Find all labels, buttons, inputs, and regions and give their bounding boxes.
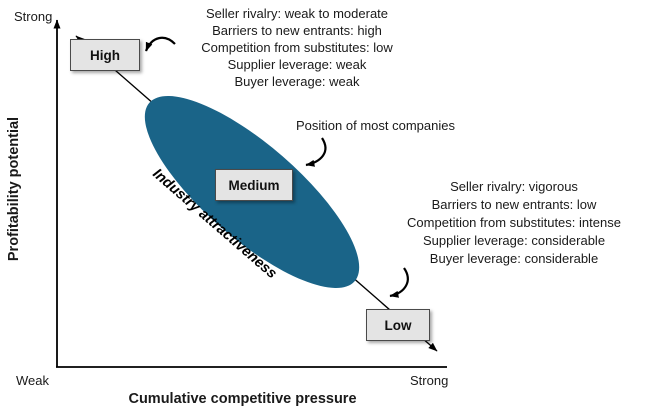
low-factors-annotation: Seller rivalry: vigorous Barriers to new… <box>368 178 660 268</box>
annotation-line: Seller rivalry: weak to moderate <box>205 6 389 21</box>
node-high: High <box>70 39 140 71</box>
high-factors-annotation: Seller rivalry: weak to moderate Barrier… <box>158 5 436 90</box>
annotation-line: Barriers to new entrants: high <box>212 23 382 38</box>
node-medium-label: Medium <box>228 177 280 193</box>
curved-arrow-low-icon <box>389 267 409 298</box>
x-axis-right-label: Strong <box>410 373 449 388</box>
y-axis-top-label: Strong <box>14 9 53 24</box>
annotation-line: Competition from substitutes: intense <box>407 215 621 230</box>
annotation-line: Competition from substitutes: low <box>201 40 393 55</box>
annotation-line: Supplier leverage: considerable <box>422 233 606 248</box>
node-high-label: High <box>90 47 120 63</box>
curved-arrow-medium-icon <box>305 137 327 167</box>
node-low: Low <box>366 309 430 341</box>
x-axis-title: Cumulative competitive pressure <box>128 391 357 407</box>
curved-arrow-high-icon <box>144 36 176 52</box>
node-medium: Medium <box>215 169 293 201</box>
y-axis-title: Profitability potential <box>6 116 22 262</box>
position-note: Position of most companies <box>296 118 455 133</box>
annotation-line: Supplier leverage: weak <box>227 57 367 72</box>
annotation-line: Seller rivalry: vigorous <box>450 179 578 194</box>
annotation-line: Buyer leverage: considerable <box>429 251 599 266</box>
node-low-label: Low <box>384 317 412 333</box>
y-axis-bottom-label: Weak <box>16 373 49 388</box>
annotation-line: Barriers to new entrants: low <box>431 197 597 212</box>
annotation-line: Buyer leverage: weak <box>234 74 360 89</box>
